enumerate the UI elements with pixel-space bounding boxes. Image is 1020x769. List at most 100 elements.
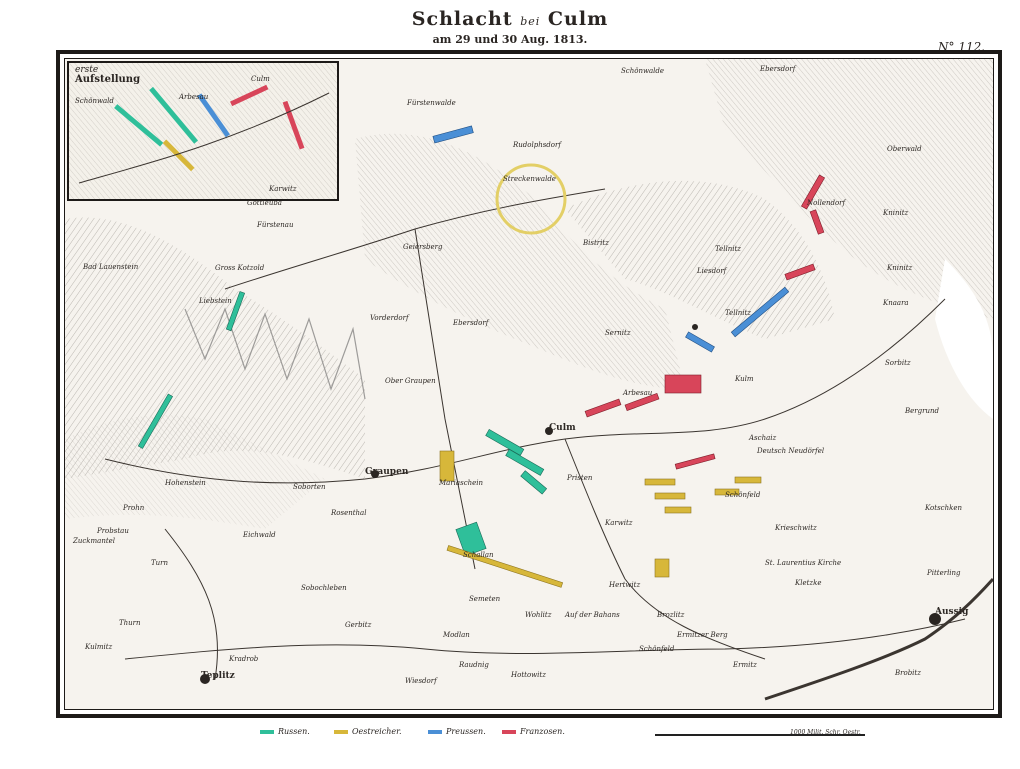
place-label: Schönfeld [725, 491, 761, 499]
inset-place-label: Schönwald [75, 97, 114, 105]
place-label: Hottowitz [511, 671, 546, 679]
troops-prussian [432, 125, 790, 353]
inset-troops-french [282, 100, 305, 150]
place-label: Liesdorf [697, 267, 727, 275]
place-label: Hohenstein [165, 479, 206, 487]
place-label: Semeten [469, 595, 501, 603]
place-label: Bistritz [583, 239, 609, 247]
place-label: Oberwald [887, 145, 922, 153]
encirclement-circle [495, 163, 567, 235]
place-label: Probstau [97, 527, 129, 535]
place-label: Turn [151, 559, 169, 567]
white-area-right [935, 259, 993, 419]
legend: Russen. Oestreicher. Preussen. Franzosen… [0, 727, 1020, 743]
place-label: St. Laurentius Kirche [765, 559, 842, 567]
place-label: Fürstenwalde [407, 99, 456, 107]
legend-swatch [260, 729, 274, 734]
place-label: Gottleuba [247, 199, 282, 207]
place-label: Gross Kotzold [215, 264, 265, 272]
troops-austrian [439, 450, 762, 588]
troops-russian [137, 291, 548, 557]
inset-title-line2: Aufstellung [75, 74, 141, 85]
inset-place-label: Karwitz [269, 185, 297, 193]
place-label: Kradrob [229, 655, 259, 663]
place-label: Krieschwitz [775, 524, 817, 532]
place-label: Tellnitz [725, 309, 751, 317]
legend-item-oestreicher: Oestreicher. [334, 727, 402, 736]
inset-terrain [69, 63, 337, 199]
title-place: Culm [547, 8, 609, 30]
place-label: Schallan [463, 551, 494, 559]
place-label: Eichwald [243, 531, 276, 539]
place-label: Schönwalde [621, 67, 664, 75]
place-label: Knaara [883, 299, 909, 307]
place-label: Pristen [567, 474, 593, 482]
place-label: Hertwitz [609, 581, 641, 589]
inset-troops-russian [114, 104, 164, 147]
place-label: Soborten [293, 483, 326, 491]
inset-troops-french [230, 84, 269, 107]
place-label: Kletzke [795, 579, 822, 587]
inset-title-line1: erste [75, 65, 99, 75]
place-label: Bad Lauenstein [83, 263, 139, 271]
place-label: Pitterling [927, 569, 961, 577]
scale-label: 1000 Milit. Schr. Oestr. [790, 729, 861, 736]
terrain-hatching [65, 59, 993, 529]
troops-french [584, 174, 826, 470]
map-inner-frame [64, 58, 994, 710]
place-label: Brozlitz [657, 611, 685, 619]
scale-bar [655, 728, 865, 738]
legend-label: Preussen. [446, 727, 486, 736]
place-label: Kulm [735, 375, 754, 383]
legend-label: Franzosen. [520, 727, 565, 736]
place-label: Graupen [365, 467, 409, 477]
legend-swatch [334, 729, 348, 734]
place-label: Ebersdorf [453, 319, 489, 327]
place-label: Raudnig [459, 661, 489, 669]
legend-item-preussen: Preussen. [428, 727, 486, 736]
place-label: Vorderdorf [370, 314, 409, 322]
place-label: Sernitz [605, 329, 631, 337]
legend-swatch [428, 729, 442, 734]
title-connector: bei [520, 15, 541, 28]
place-label: Tellnitz [715, 245, 741, 253]
scale-bar-line [655, 734, 865, 736]
inset-title: erste Aufstellung [75, 65, 140, 85]
place-label: Rudolphsdorf [513, 141, 561, 149]
place-label: Ermitz [733, 661, 757, 669]
inset-place-label: Arbesau [179, 93, 209, 101]
place-label: Ebersdorf [760, 65, 796, 73]
legend-swatch [502, 729, 516, 734]
place-label: Thurn [119, 619, 141, 627]
place-label: Sobochleben [301, 584, 347, 592]
place-label: Aussig [935, 607, 969, 617]
place-label: Bergrund [905, 407, 939, 415]
inset-troops-russian [149, 86, 199, 144]
place-label: Ermitzer Berg [677, 631, 728, 639]
place-label: Karwitz [605, 519, 633, 527]
place-label: Kninitz [887, 264, 913, 272]
place-label: Culm [549, 423, 576, 433]
place-label: Ober Graupen [385, 377, 436, 385]
inset-troops-prussian [197, 93, 230, 138]
place-label: Kulmitz [85, 643, 113, 651]
title-main: Schlacht [411, 8, 513, 30]
roads [104, 188, 966, 680]
place-label: Gerbitz [345, 621, 372, 629]
inset-map: erste Aufstellung Culm Arbesau Schönwald… [67, 61, 339, 201]
legend-item-russen: Russen. [260, 727, 310, 736]
place-label: Kotschken [925, 504, 962, 512]
place-label: Nollendorf [807, 199, 846, 207]
legend-label: Oestreicher. [352, 727, 402, 736]
place-label: Teplitz [201, 671, 235, 681]
map-date: am 29 und 30 Aug. 1813. [432, 33, 588, 46]
inset-place-label: Culm [251, 75, 270, 83]
place-label: Prohn [123, 504, 145, 512]
place-label: Zuckmantel [73, 537, 116, 545]
river-elbe [764, 577, 993, 701]
place-label: Modlan [443, 631, 470, 639]
inset-drawing [69, 63, 337, 199]
legend-label: Russen. [278, 727, 310, 736]
place-label: Kninitz [883, 209, 909, 217]
place-label: Brobitz [895, 669, 921, 677]
